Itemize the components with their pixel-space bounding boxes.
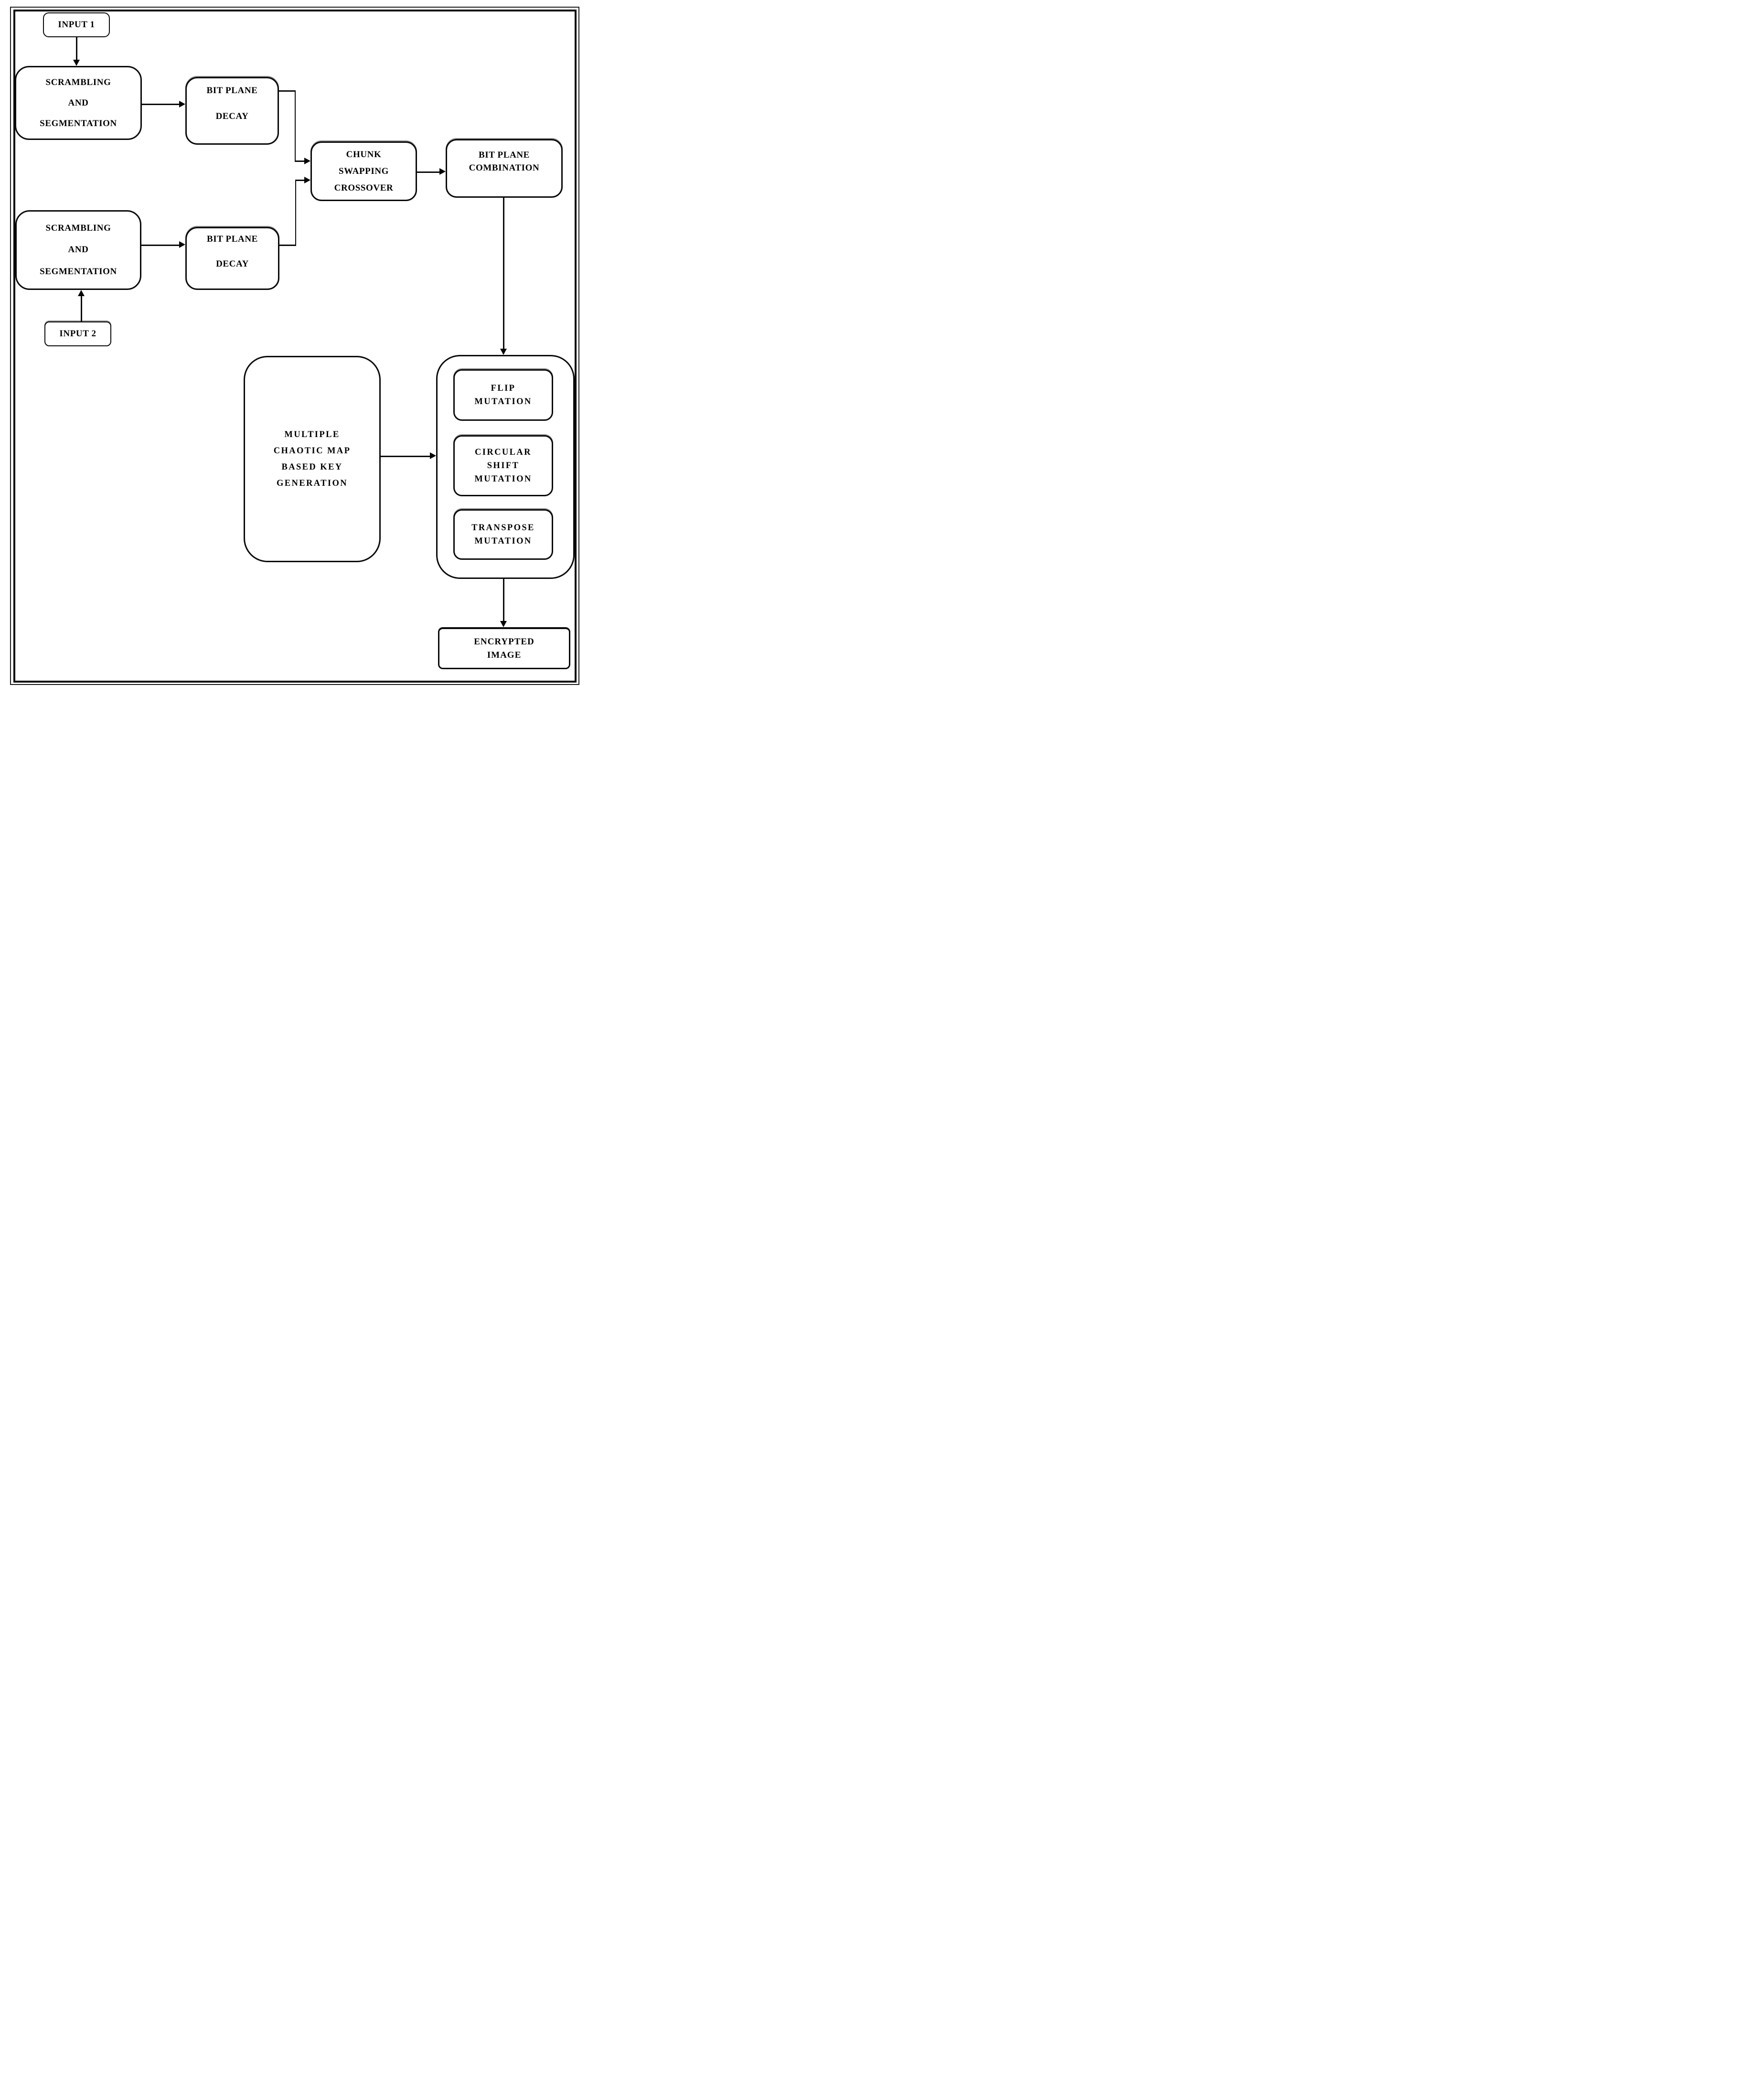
edge-decay2-crossover-segment3 [295,180,305,181]
node-label-line: SHIFT [487,461,520,470]
node-input2: INPUT 2 [44,321,111,346]
edge-crossover-combination-arrowhead [439,168,446,175]
edge-decay2-crossover-segment1 [279,245,296,246]
node-bit-plane-decay-1: BIT PLANE DECAY [185,77,279,145]
node-label-line: SWAPPING [338,166,389,176]
edge-mutation-encrypted-line [503,579,504,621]
edge-scrambling1-decay1-arrowhead [179,101,185,107]
edge-decay1-crossover-segment1 [278,90,296,92]
node-label-line: DECAY [215,111,249,121]
node-input2-label: INPUT 2 [59,329,96,339]
node-label-line: BIT PLANE [479,150,530,160]
node-label-line: BIT PLANE [206,86,258,96]
edge-decay1-crossover-segment3 [294,160,305,162]
node-label-line: MUTATION [474,536,532,546]
node-label-line: DECAY [216,259,249,269]
node-label-line: BASED KEY [281,462,343,472]
node-label-line: CIRCULAR [475,448,532,457]
node-scrambling-segmentation-2: SCRAMBLING AND SEGMENTATION [15,210,141,290]
node-label-line: CHAOTIC MAP [273,446,351,456]
node-label-line: AND [68,245,89,255]
node-bit-plane-decay-2: BIT PLANE DECAY [185,227,279,290]
node-label-line: AND [68,97,89,108]
edge-mutation-encrypted-arrowhead [500,621,507,627]
node-input1-label: INPUT 1 [58,20,95,30]
node-label-line: SEGMENTATION [40,267,117,277]
node-input1: INPUT 1 [43,12,110,37]
edge-scrambling1-decay1-line [142,104,180,105]
edge-decay1-crossover-arrowhead [304,158,310,164]
node-label-line: ENCRYPTED [474,636,535,647]
edge-scrambling2-decay2-arrowhead [179,241,185,248]
node-transpose-mutation: TRANSPOSE MUTATION [453,509,553,560]
edge-keygen-mutation-arrowhead [430,452,436,459]
node-label-line: COMBINATION [469,163,540,173]
edge-combination-mutation-line [503,198,504,349]
edge-decay2-crossover-arrowhead [304,177,310,183]
node-label-line: FLIP [491,384,516,393]
node-label-line: CROSSOVER [334,182,394,193]
edge-crossover-combination-line [417,171,440,173]
node-multiple-chaotic-map-key-generation: MULTIPLE CHAOTIC MAP BASED KEY GENERATIO… [244,356,381,562]
edge-input1-scrambling1-arrowhead [73,60,80,66]
node-label-line: TRANSPOSE [471,523,535,533]
edge-scrambling2-decay2-line [141,245,179,246]
node-scrambling-segmentation-1: SCRAMBLING AND SEGMENTATION [15,66,142,140]
flowchart-canvas: INPUT 1 SCRAMBLING AND SEGMENTATION BIT … [0,0,588,691]
edge-decay1-crossover-segment2 [294,90,296,161]
node-label-line: GENERATION [276,479,348,488]
node-label-line: MUTATION [474,397,532,406]
outer-frame [10,7,579,685]
node-flip-mutation: FLIP MUTATION [453,369,553,421]
edge-keygen-mutation-line [381,456,430,457]
node-label-line: SEGMENTATION [40,118,117,128]
node-encrypted-image: ENCRYPTED IMAGE [438,627,570,669]
edge-input2-scrambling2-arrowhead [78,290,85,296]
node-label-line: SCRAMBLING [45,77,111,87]
node-label-line: BIT PLANE [207,234,258,244]
node-label-line: IMAGE [487,650,522,660]
node-label-line: MUTATION [474,474,532,484]
edge-decay2-crossover-segment2 [295,180,296,246]
node-circular-shift-mutation: CIRCULAR SHIFT MUTATION [453,435,553,496]
edge-input2-scrambling2-line [81,296,82,321]
node-label-line: CHUNK [346,149,382,160]
node-bit-plane-combination: BIT PLANE COMBINATION [446,139,563,198]
node-label-line: SCRAMBLING [45,223,111,233]
edge-combination-mutation-arrowhead [500,349,507,355]
node-label-line: MULTIPLE [284,430,340,439]
edge-input1-scrambling1-line [76,37,77,60]
inner-frame [13,10,577,683]
node-chunk-swapping-crossover: CHUNK SWAPPING CROSSOVER [310,141,417,201]
